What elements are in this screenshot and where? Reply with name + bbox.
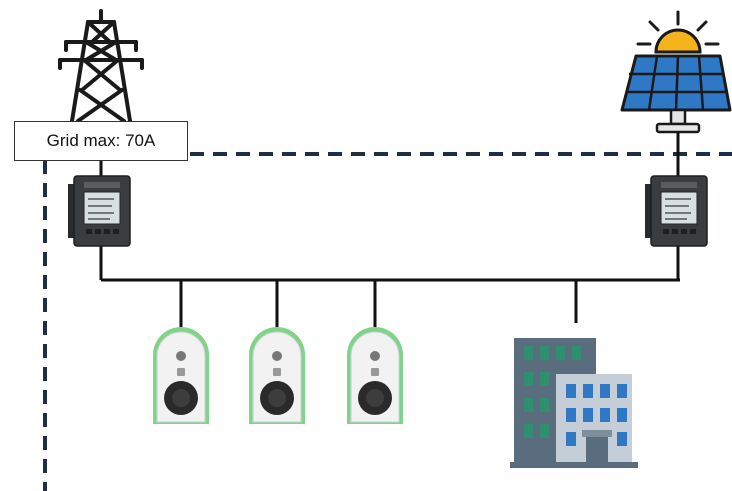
- power-meter-icon: [645, 175, 708, 247]
- power-meter-icon: [68, 175, 131, 247]
- ev-charger-icon: [347, 327, 403, 424]
- ev-charger-icon: [249, 327, 305, 424]
- grid-max-label: Grid max: 70A: [14, 121, 188, 161]
- solar-panel-icon: [620, 10, 732, 134]
- office-building-icon: [510, 338, 638, 468]
- wiring: [99, 132, 680, 327]
- site-boundary: [43, 152, 732, 491]
- power-pylon-icon: [58, 9, 144, 123]
- ev-charger-icon: [153, 327, 209, 424]
